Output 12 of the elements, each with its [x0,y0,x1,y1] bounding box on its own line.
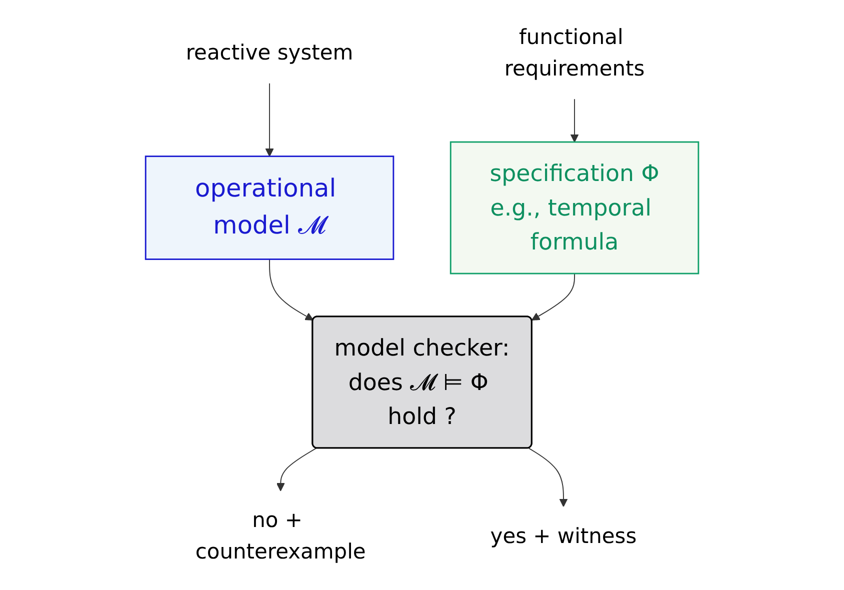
arrow [269,258,314,321]
node-text: reactive system [186,41,354,66]
node-box: specification Φ e.g., temporal formula [450,141,700,274]
node-text: yes + witness [490,524,637,549]
arrow [276,448,317,492]
arrow [528,448,568,507]
arrow [531,273,575,321]
arrow [570,98,579,142]
node-text: no + counterexample [195,508,366,564]
node-box: operational model 𝓜 [144,156,394,260]
arrow [265,82,274,157]
node-text: functional requirements [504,26,645,82]
